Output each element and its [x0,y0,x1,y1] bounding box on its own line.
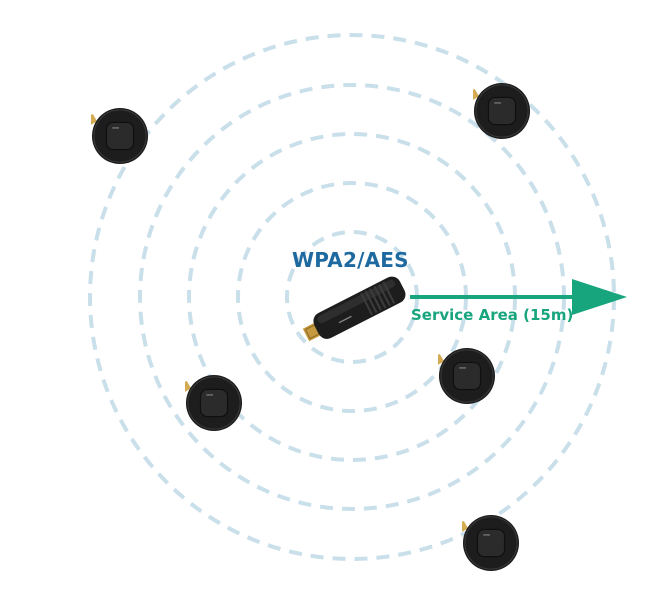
puck-receiver-icon [91,107,149,165]
encryption-label: WPA2/AES [292,248,409,272]
service-area-label: Service Area (15m) [411,306,574,324]
puck-receiver-icon [473,82,531,140]
hdmi-dongle-icon [302,276,406,342]
puck-receiver-icon [185,374,243,432]
puck-receiver-icon [438,347,496,405]
puck-receiver-icon [462,514,520,572]
range-arrow [410,279,627,315]
